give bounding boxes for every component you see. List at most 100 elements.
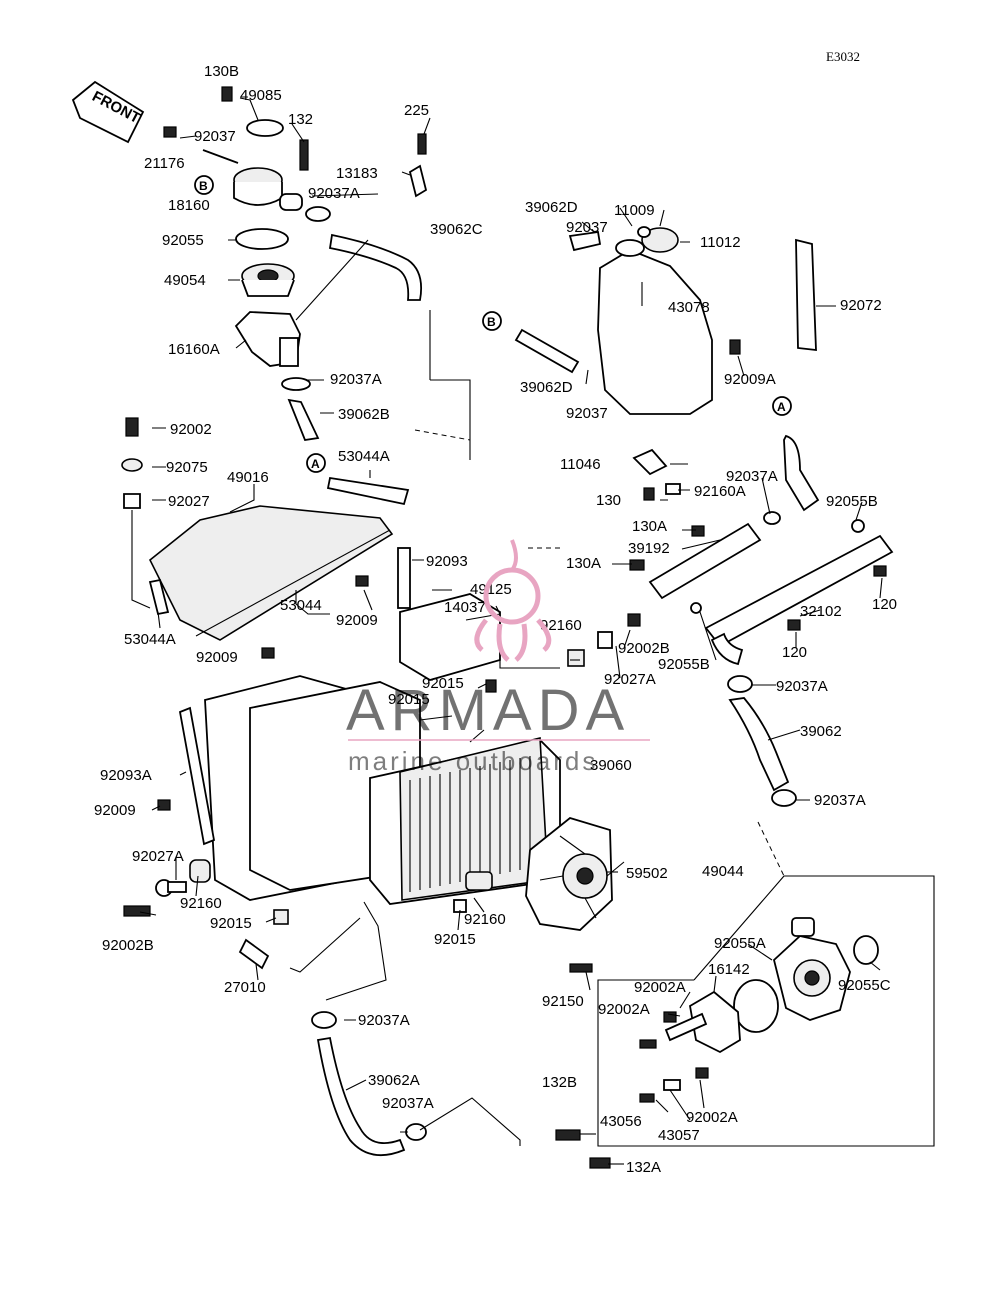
part-label: 92160 (464, 911, 506, 928)
part-label: 21176 (144, 155, 185, 172)
part-label: 92055 (162, 232, 204, 249)
part-label: 39060 (590, 757, 632, 774)
part-label: 14037 (444, 599, 486, 616)
part-label: 92037 (566, 405, 608, 422)
part-label: 49016 (227, 469, 269, 486)
radiator-core (157, 547, 641, 905)
part-label: 92037A (776, 678, 828, 695)
front-arrow-icon: FRONT (71, 80, 145, 144)
part-labels: 130B 49085 132 92037 21176 18160 92037A … (94, 63, 897, 1176)
part-label: 92002A (686, 1109, 738, 1126)
part-label: 39062D (525, 199, 578, 216)
ref-circle-a-right: A (772, 396, 792, 416)
part-label: 92160 (180, 895, 222, 912)
part-label: 92037A (308, 185, 360, 202)
part-label: 39062 (800, 723, 842, 740)
part-label: 49125 (470, 581, 512, 598)
part-label: 92055A (714, 935, 766, 952)
reservoir-tank (514, 226, 817, 415)
pipe-assembly-39192 (629, 434, 894, 666)
part-label: 16142 (708, 961, 750, 978)
svg-text:B: B (199, 179, 208, 193)
part-label: 225 (404, 102, 429, 119)
part-label: 92027 (168, 493, 210, 510)
part-label: 11046 (560, 456, 601, 473)
part-label: 27010 (224, 979, 266, 996)
part-label: 92009 (336, 612, 378, 629)
svg-text:A: A (777, 400, 786, 414)
part-label: 92002A (634, 979, 686, 996)
part-label: 49085 (240, 87, 282, 104)
cooling-fan-59502 (525, 817, 625, 931)
watermark: ARMADA marine outboards (346, 539, 650, 776)
part-label: 53044A (338, 448, 390, 465)
bracket-13183 (408, 133, 428, 198)
ref-circle-a-left: A (306, 453, 326, 473)
part-label: 92002A (598, 1001, 650, 1018)
part-label: 92027A (604, 671, 656, 688)
part-label: 92015 (422, 675, 464, 692)
ref-circle-b-tank: B (482, 311, 502, 331)
part-label: 32102 (800, 603, 842, 620)
part-label: 49044 (702, 863, 744, 880)
part-label: 16160A (168, 341, 220, 358)
part-label: 92037A (330, 371, 382, 388)
part-label: 132B (542, 1074, 577, 1091)
part-label: 92150 (542, 993, 584, 1010)
part-label: 53044 (280, 597, 322, 614)
diagram-code: E3032 (826, 49, 860, 64)
part-label: 130 (596, 492, 621, 509)
part-label: 92009 (94, 802, 136, 819)
svg-text:A: A (311, 457, 320, 471)
watermark-tagline: marine outboards (348, 746, 598, 776)
hose-39062 (727, 675, 797, 807)
part-label: 92075 (166, 459, 208, 476)
part-label: 92093 (426, 553, 468, 570)
part-label: 92037A (814, 792, 866, 809)
part-label: 53044A (124, 631, 176, 648)
water-pump-49044 (555, 917, 879, 1169)
part-label: 39062C (430, 221, 483, 238)
part-label: 120 (872, 596, 897, 613)
part-label: 11012 (700, 234, 741, 251)
part-label: 92009A (724, 371, 776, 388)
part-label: 92002 (170, 421, 212, 438)
part-label: 49054 (164, 272, 206, 289)
part-label: 59502 (626, 865, 668, 882)
part-label: 132 (288, 111, 313, 128)
part-label: 43057 (658, 1127, 700, 1144)
part-label: 92037 (194, 128, 236, 145)
watermark-brand: ARMADA (346, 678, 630, 743)
part-label: 120 (782, 644, 807, 661)
radiator-fins (409, 756, 531, 892)
part-label: 92027A (132, 848, 184, 865)
part-label: 92072 (840, 297, 882, 314)
ref-circle-b-top: B (194, 175, 214, 195)
part-label: 92055B (658, 656, 710, 673)
part-label: 92055B (826, 493, 878, 510)
part-label: 39062D (520, 379, 573, 396)
part-label: 39062A (368, 1072, 420, 1089)
part-label: 92037A (726, 468, 778, 485)
part-label: 130B (204, 63, 239, 80)
part-label: 92002B (102, 937, 154, 954)
part-label: 92015 (210, 915, 252, 932)
part-label: 43078 (668, 299, 710, 316)
lower-left-parts (123, 859, 493, 970)
part-label: 92037 (566, 219, 608, 236)
part-label: 130A (566, 555, 601, 572)
hose-39062a (311, 901, 427, 1157)
part-label: 13183 (336, 165, 378, 182)
octopus-logo (474, 539, 552, 662)
svg-text:B: B (487, 315, 496, 329)
part-label: 92009 (196, 649, 238, 666)
radiator-cover-49016 (121, 417, 410, 641)
part-label: 92093A (100, 767, 152, 784)
part-label: 92055C (838, 977, 891, 994)
part-label: 92037A (358, 1012, 410, 1029)
part-label: 92015 (388, 691, 430, 708)
part-label: 92002B (618, 640, 670, 657)
part-label: 43056 (600, 1113, 642, 1130)
